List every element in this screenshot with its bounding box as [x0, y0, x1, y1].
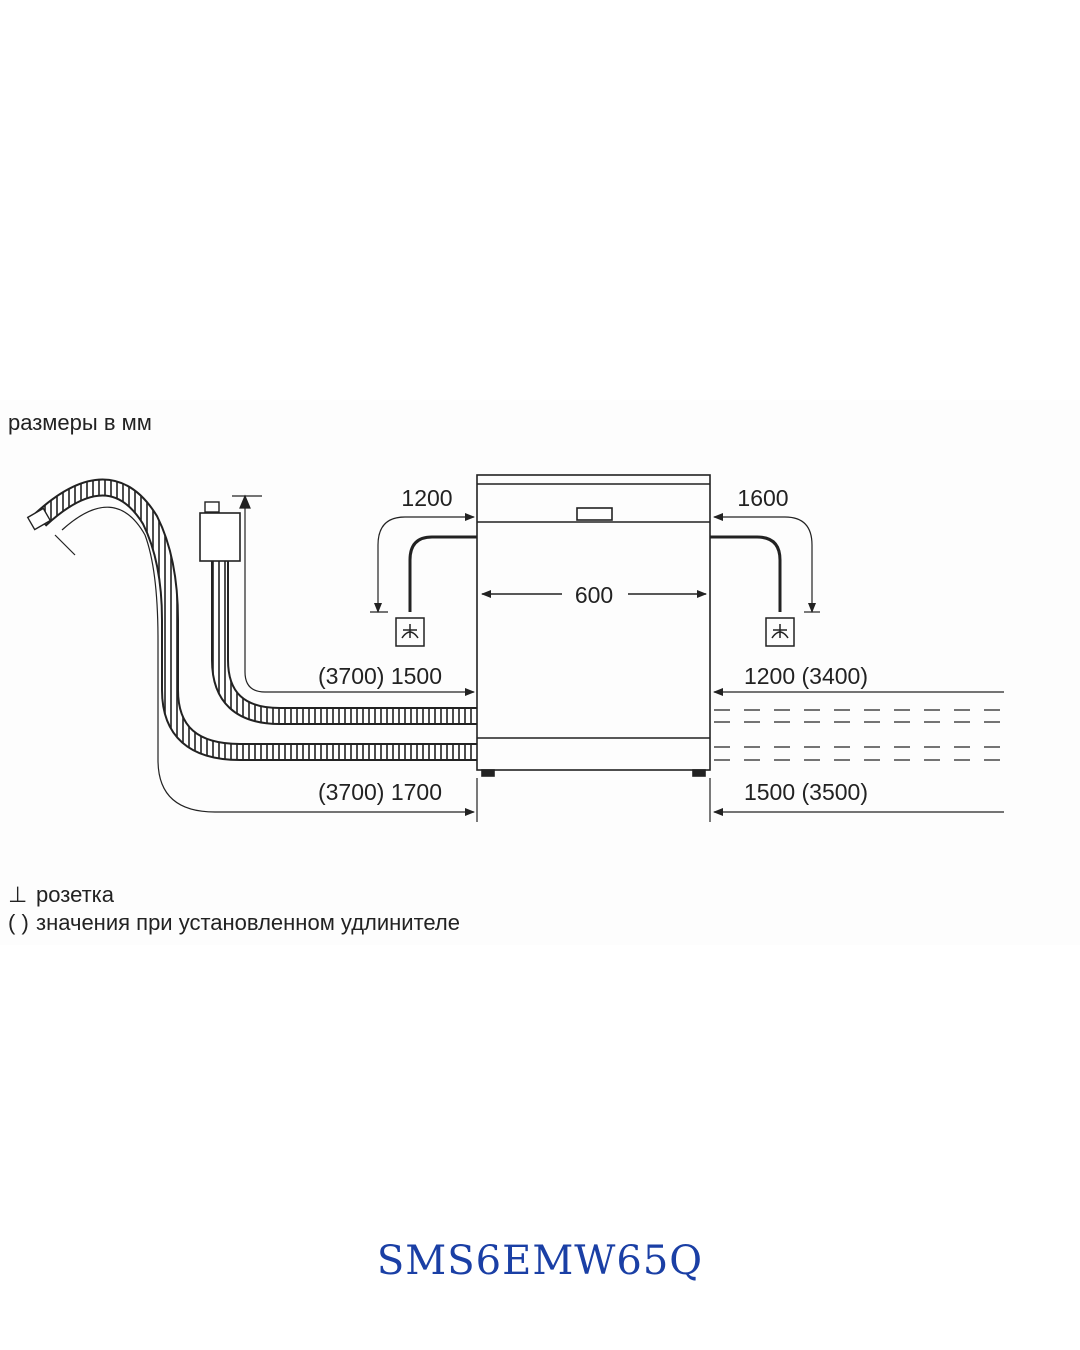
legend-socket: ⊥ розетка [8, 882, 114, 908]
right-bottom-label: 1500 (3500) [744, 779, 868, 805]
drain-hose-dimension [54, 506, 478, 822]
left-bottom-label: (3700) 1700 [318, 779, 442, 805]
model-name: SMS6EMW65Q [376, 1238, 704, 1284]
right-mid-label: 1200 (3400) [744, 663, 868, 689]
cord-dimension-left [370, 513, 475, 613]
right-top-label: 1600 [737, 485, 788, 511]
left-top-label: 1200 [401, 485, 452, 511]
diagram-panel [0, 400, 1080, 945]
drain-hose [26, 478, 477, 761]
cord-dimension-right [713, 513, 820, 613]
left-mid-label: (3700) 1500 [318, 663, 442, 689]
right-dimensions [709, 688, 1004, 822]
socket-symbol-icon: ⊥ [8, 882, 28, 907]
power-cord-right [710, 535, 782, 612]
units-label: размеры в мм [8, 410, 152, 435]
legend-extension-symbol: ( ) [8, 910, 29, 935]
socket-icon [395, 617, 425, 647]
legend-extension: ( ) значения при установленном удлинителе [8, 910, 460, 936]
socket-icon [765, 617, 795, 647]
power-cord-left [408, 535, 477, 612]
dishwasher-outline [476, 474, 711, 777]
legend-extension-text: значения при установленном удлинителе [36, 910, 461, 935]
inlet-hose [199, 501, 477, 725]
legend-socket-text: розетка [36, 882, 114, 907]
width-label: 600 [575, 582, 613, 608]
inlet-hose-dimension [232, 494, 475, 696]
